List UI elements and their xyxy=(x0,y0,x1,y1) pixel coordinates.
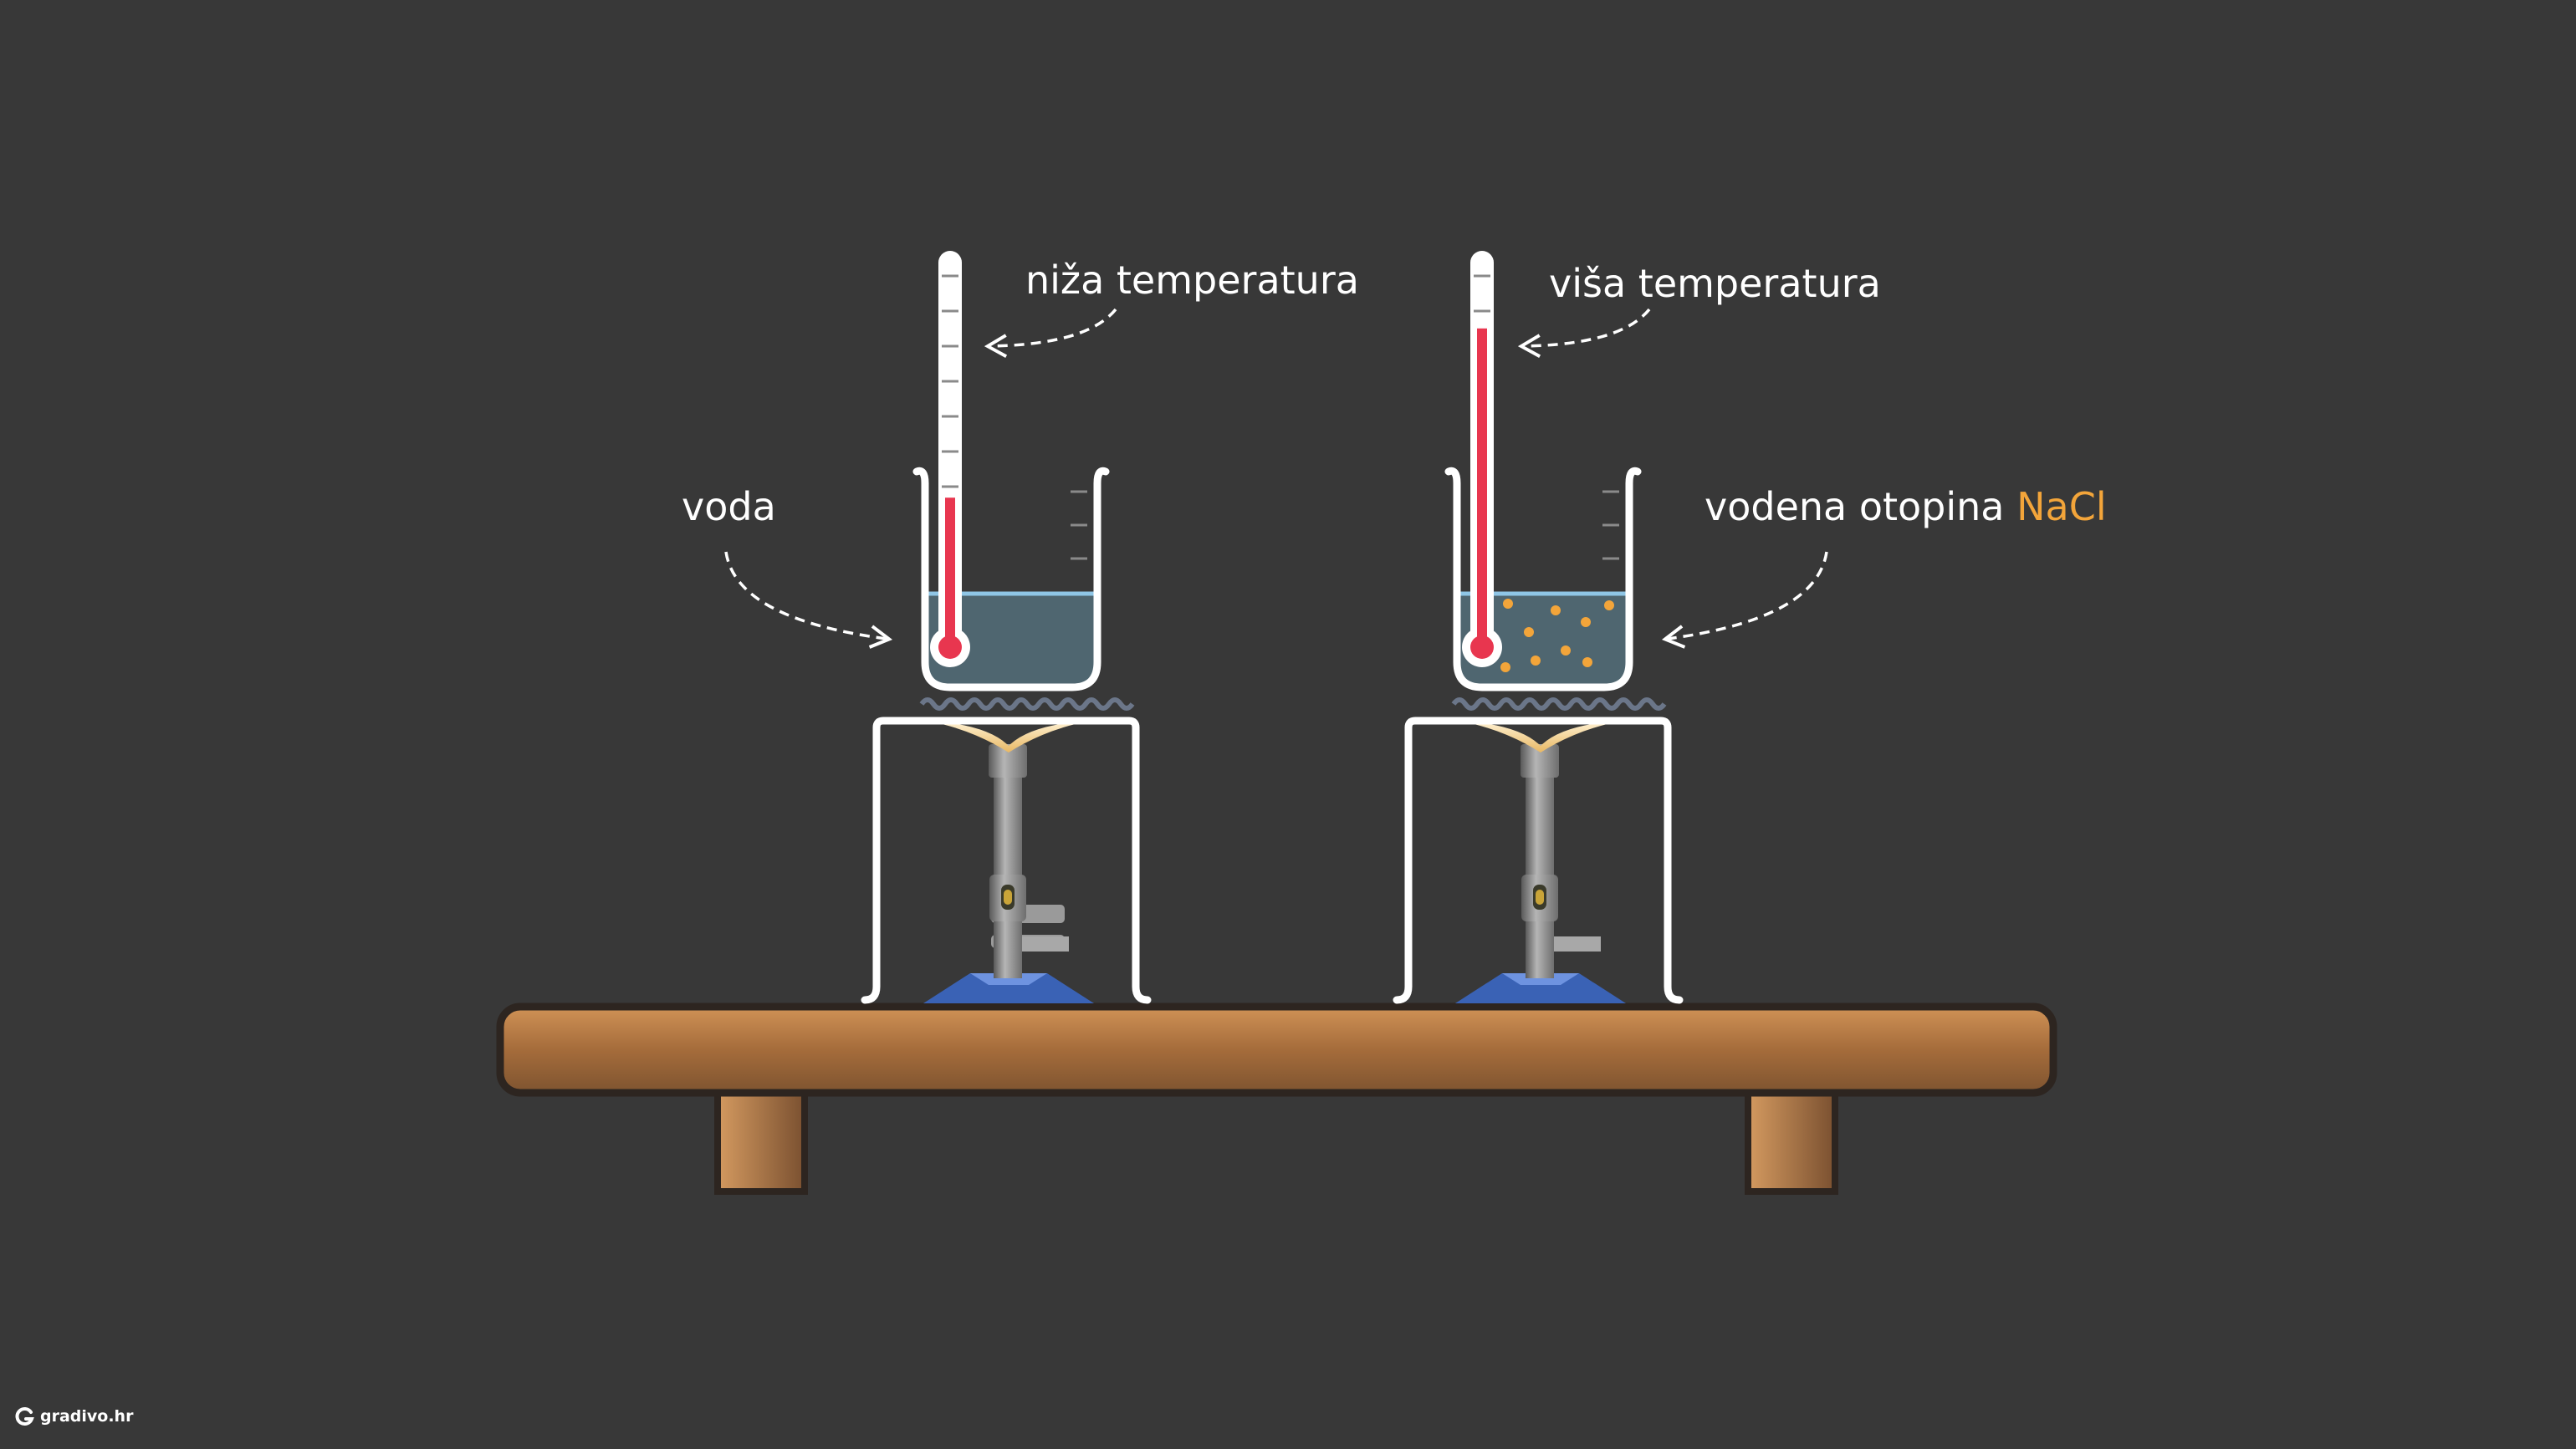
thermometer-right xyxy=(1462,251,1502,667)
label-visa-temperatura-text: viša temperatura xyxy=(1549,261,1881,306)
thermometer-left-mercury xyxy=(945,497,955,644)
arrow-nacl xyxy=(1661,551,1828,649)
thermometer-left xyxy=(930,251,970,667)
beaker-right xyxy=(1444,467,1642,691)
label-vodena-otopina-text: vodena otopina xyxy=(1705,484,2017,529)
table-leg-left xyxy=(714,1088,808,1195)
arrow-niza-temperatura xyxy=(984,308,1117,358)
salt-particles xyxy=(1500,599,1614,672)
bunsen-burner-left xyxy=(923,744,1094,1003)
wire-gauze-left xyxy=(919,697,1135,711)
left-apparatus xyxy=(861,251,1152,1004)
label-niza-temperatura: niža temperatura xyxy=(1025,261,1359,299)
label-visa-temperatura: viša temperatura xyxy=(1549,264,1881,303)
table xyxy=(496,1003,2057,1195)
wire-gauze-right xyxy=(1451,697,1667,711)
brand-logo[interactable]: gradivo.hr xyxy=(15,1406,133,1426)
right-apparatus xyxy=(1393,251,1684,1004)
thermometer-right-mercury xyxy=(1477,328,1487,644)
label-niza-temperatura-text: niža temperatura xyxy=(1025,258,1359,303)
logo-text: gradivo.hr xyxy=(40,1407,134,1426)
label-voda-text: voda xyxy=(682,484,776,529)
table-leg-right xyxy=(1745,1088,1838,1195)
flame-right xyxy=(1459,721,1623,753)
table-top xyxy=(496,1003,2057,1097)
tripod-right xyxy=(1393,717,1684,1004)
bunsen-burner-right xyxy=(1455,744,1626,1003)
tripod-left xyxy=(861,717,1152,1004)
flame-left xyxy=(927,721,1091,753)
arrow-visa-temperatura xyxy=(1517,308,1651,358)
gradivo-logo-icon xyxy=(15,1407,34,1426)
label-voda: voda xyxy=(682,487,776,526)
label-nacl-formula: NaCl xyxy=(2016,484,2107,529)
arrow-voda xyxy=(724,551,893,649)
label-vodena-otopina: vodena otopina NaCl xyxy=(1705,487,2107,526)
